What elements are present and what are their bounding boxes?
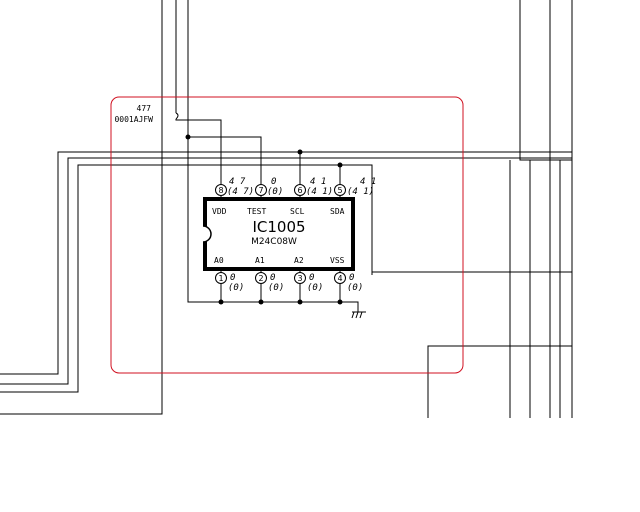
svg-text:1: 1 [218, 274, 223, 283]
svg-text:SCL: SCL [290, 207, 305, 216]
svg-text:6: 6 [297, 186, 302, 195]
svg-text:5: 5 [337, 186, 342, 195]
pin-2: 2 A1 0 (0) [255, 256, 284, 293]
svg-text:7: 7 [258, 186, 263, 195]
pin-1: 1 A0 0 (0) [214, 256, 244, 293]
ground-icon [351, 311, 366, 319]
svg-text:(4 1): (4 1) [306, 187, 333, 197]
pin-3: 3 A2 0 (0) [294, 256, 323, 293]
bottom-pins: 1 A0 0 (0) 2 A1 0 (0) 3 A2 0 (0) 4 VSS 0… [214, 256, 363, 293]
svg-text:8: 8 [218, 186, 223, 195]
svg-text:0: 0 [271, 177, 276, 187]
svg-text:4 7: 4 7 [229, 177, 246, 187]
bottom-pin-wires [220, 283, 359, 312]
svg-text:(0): (0) [347, 283, 363, 293]
svg-text:TEST: TEST [247, 207, 266, 216]
component-ref: 477 [137, 104, 152, 113]
svg-text:(4 7): (4 7) [227, 187, 254, 197]
right-bus-wires [371, 0, 573, 418]
svg-text:0: 0 [309, 273, 314, 283]
svg-text:A1: A1 [255, 256, 265, 265]
highlight-box [110, 96, 464, 374]
svg-text:0: 0 [270, 273, 275, 283]
svg-text:(0): (0) [267, 187, 283, 197]
left-bus-wires [0, 0, 572, 415]
svg-text:4 1: 4 1 [310, 177, 326, 187]
svg-text:(0): (0) [307, 283, 323, 293]
svg-text:VSS: VSS [330, 256, 345, 265]
svg-text:VDD: VDD [212, 207, 227, 216]
ic-name: IC1005 [252, 218, 305, 236]
svg-text:2: 2 [258, 274, 263, 283]
svg-text:A0: A0 [214, 256, 224, 265]
svg-text:0: 0 [230, 273, 235, 283]
component-part: 0001AJFW [114, 115, 153, 124]
junction-dots [185, 134, 343, 305]
top-feed-wires [175, 0, 341, 303]
svg-text:(4 1): (4 1) [347, 187, 374, 197]
ic-part-number: M24C08W [251, 237, 297, 247]
svg-text:(0): (0) [268, 283, 284, 293]
svg-text:A2: A2 [294, 256, 304, 265]
pin-5: 5 SDA 4 1 (4 1) [330, 177, 376, 216]
pin-7: 7 TEST 0 (0) [247, 177, 283, 216]
pin-8: 8 VDD 4 7 (4 7) [212, 177, 254, 216]
svg-text:(0): (0) [228, 283, 244, 293]
svg-text:0: 0 [349, 273, 354, 283]
top-pins: 8 VDD 4 7 (4 7) 7 TEST 0 (0) 6 SCL 4 1 (… [212, 177, 376, 216]
svg-text:3: 3 [297, 274, 302, 283]
svg-text:SDA: SDA [330, 207, 345, 216]
pin-6: 6 SCL 4 1 (4 1) [290, 177, 333, 216]
pin-4: 4 VSS 0 (0) [330, 256, 363, 293]
svg-text:4: 4 [337, 274, 342, 283]
ic-package: IC1005 M24C08W [202, 197, 355, 271]
svg-text:4 1: 4 1 [360, 177, 376, 187]
